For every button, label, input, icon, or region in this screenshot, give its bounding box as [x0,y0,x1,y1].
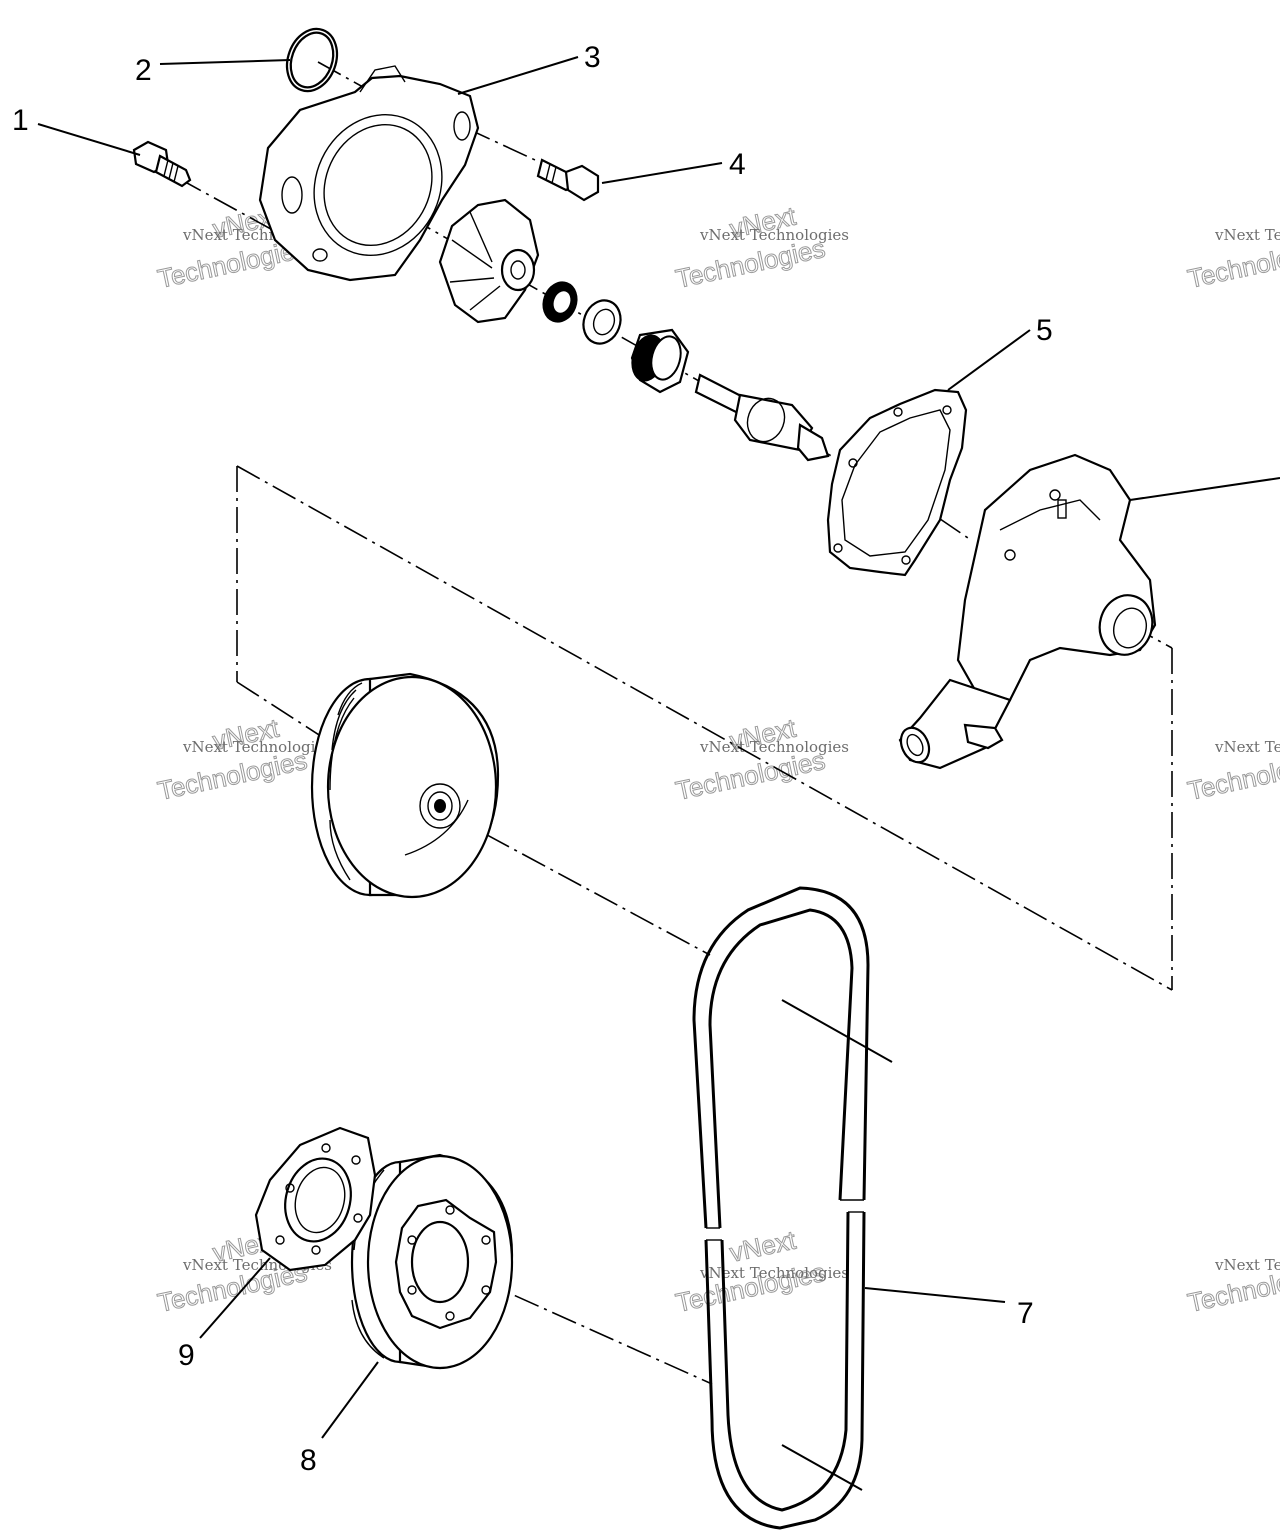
leader-line-9 [199,1257,271,1339]
callout-1: 1 [12,104,29,137]
watermark: Technologies vNext Technologies [1185,1256,1280,1318]
callout-9: 9 [178,1339,195,1372]
centerline-bolt-4 [465,127,549,167]
centerline-frame-corner [236,681,331,743]
belt-leader-lower [781,1444,863,1491]
leader-lines [37,56,1280,1439]
watermark: Technologies vNext vNext Technologies [673,200,850,294]
watermark: Technologies vNext vNext Technologies [155,712,333,806]
watermark: Technologies vNext Technologies [1185,226,1280,294]
seal-ring-small [542,281,578,323]
watermark-text: vNext Technologies [1214,226,1280,244]
callout-2: 2 [135,54,152,87]
water-pump-body [898,453,1157,770]
centerline-top-frame [236,465,1173,991]
gasket-5 [826,388,968,577]
o-ring-2 [285,27,339,93]
pump-shaft [694,373,830,462]
watermark-text: vNext Technologies [1214,1256,1280,1274]
watermark-text: vNext Technologies [1214,738,1280,756]
watermark: Technologies vNext vNext Technologies [673,712,850,806]
watermark-small-text: vNext [727,1225,799,1268]
watermark: Technologies vNext Technologies [1185,738,1280,806]
watermark-text: vNext Technologies [182,738,332,756]
impeller-assembly [438,198,830,462]
callout-3: 3 [584,41,601,74]
leader-line-1 [37,123,141,156]
leader-line-4 [601,162,723,184]
bearing-seal [630,328,690,394]
bolt-4 [536,158,600,202]
leader-line-7 [864,1287,1006,1303]
belt-leader-upper [781,999,893,1063]
leader-line-8 [321,1361,379,1439]
watermark-text: vNext Technologies [699,738,849,756]
seal-washer [582,299,622,345]
callout-8: 8 [300,1444,317,1477]
centerline-upper-pulley [449,814,711,956]
watermark: Technologies vNext vNext Technologies [673,1224,850,1318]
leader-line-5 [947,329,1031,391]
callout-5: 5 [1036,314,1053,347]
pulley-plate-9 [254,1126,377,1272]
watermark-text: vNext Technologies [699,1264,849,1282]
bolt-1 [132,140,192,188]
leader-line-3 [457,56,579,95]
callout-4: 4 [729,148,746,181]
upper-pulley [310,672,500,899]
lower-pulley-8 [350,1153,514,1370]
impeller [438,198,540,324]
v-belt-7 [692,886,893,1530]
callout-labels: 1 2 3 4 5 7 8 9 [12,41,1053,1477]
leader-line-2 [159,59,291,65]
pump-cover-3 [258,65,480,282]
leader-line-6 [1129,477,1280,501]
watermark-text: vNext Technologies [699,226,849,244]
callout-7: 7 [1017,1297,1034,1330]
